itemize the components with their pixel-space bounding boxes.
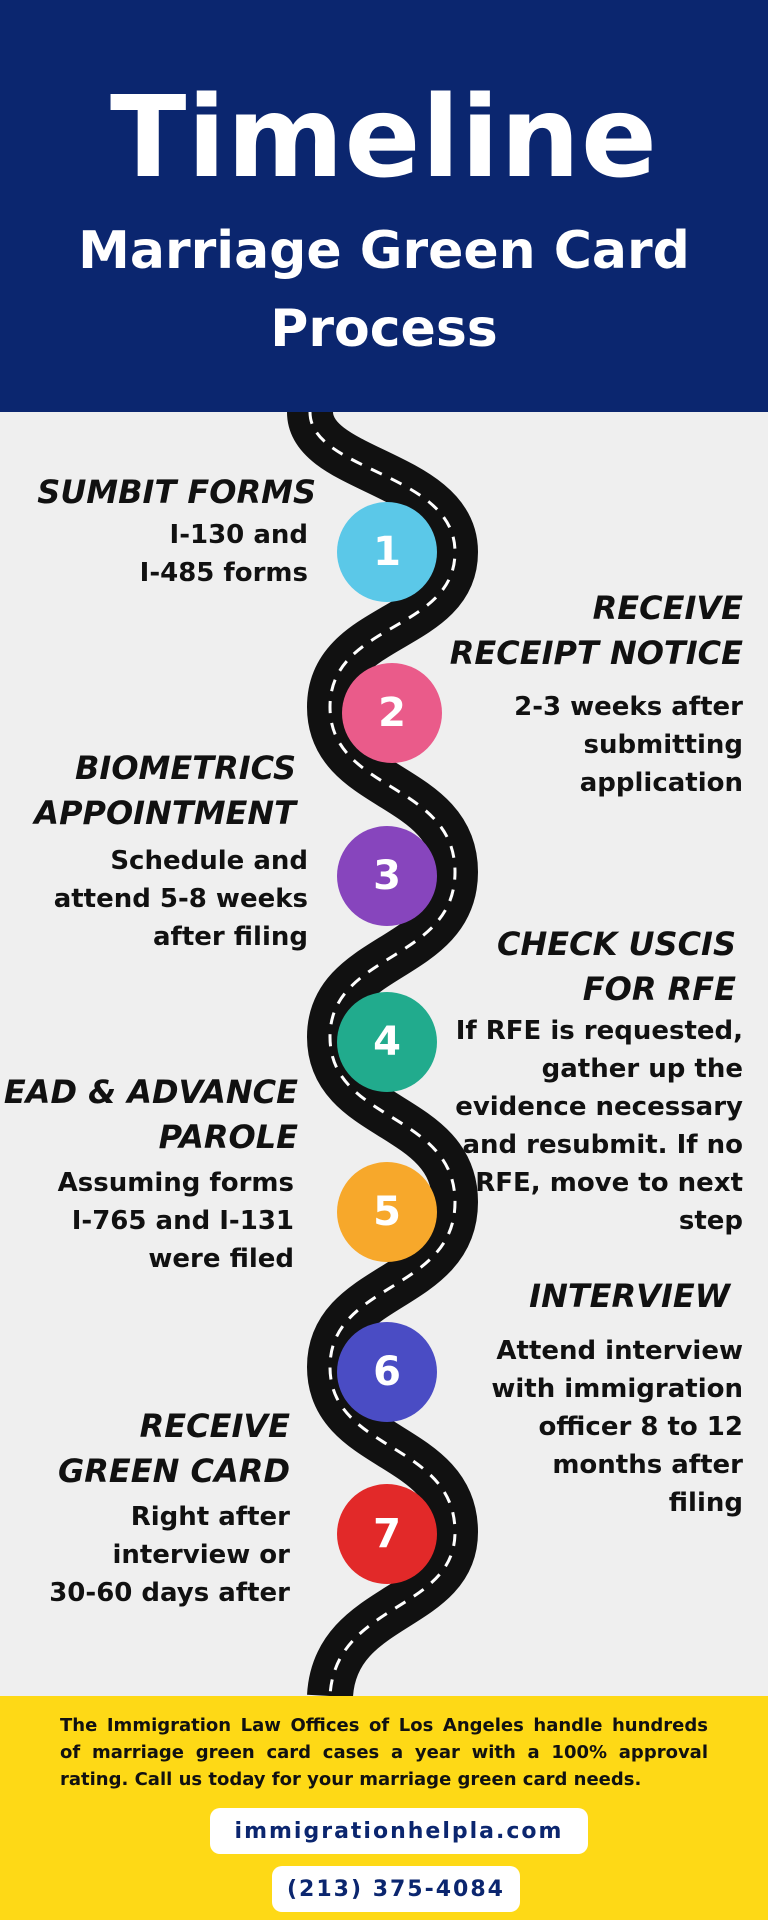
phone-number-link[interactable]: (213) 375-4084 bbox=[272, 1866, 520, 1912]
step-1-description: I-130 and I-485 forms bbox=[140, 516, 308, 592]
step-3-number: 3 bbox=[373, 853, 401, 899]
step-5-title-line: EAD & ADVANCE bbox=[3, 1073, 298, 1111]
step-1-title: SUMBIT FORMS bbox=[37, 470, 316, 515]
step-7-desc-line: 30-60 days after bbox=[49, 1578, 290, 1608]
step-1-title-line: SUMBIT FORMS bbox=[37, 473, 316, 511]
page-subtitle: Marriage Green Card Process bbox=[60, 212, 708, 368]
step-4-desc-line: and resubmit. If no bbox=[462, 1130, 743, 1160]
step-4-number: 4 bbox=[373, 1019, 401, 1065]
step-7-circle: 7 bbox=[337, 1484, 437, 1584]
step-6-title: INTERVIEW bbox=[529, 1274, 730, 1319]
step-3-title-line: APPOINTMENT bbox=[34, 794, 296, 832]
step-6-desc-line: Attend interview bbox=[496, 1336, 743, 1366]
step-2-number: 2 bbox=[378, 690, 406, 736]
step-7-title-line: GREEN CARD bbox=[58, 1452, 290, 1490]
step-3-title: BIOMETRICS APPOINTMENT bbox=[34, 746, 296, 836]
step-1-number: 1 bbox=[373, 529, 401, 575]
step-7-description: Right after interview or 30-60 days afte… bbox=[49, 1498, 290, 1612]
footer-message: The Immigration Law Offices of Los Angel… bbox=[60, 1715, 708, 1790]
step-5-number: 5 bbox=[373, 1189, 401, 1235]
step-4-desc-line: step bbox=[678, 1206, 743, 1236]
step-4-title-line: CHECK USCIS bbox=[496, 925, 736, 963]
step-6-desc-line: with immigration bbox=[491, 1374, 743, 1404]
step-5-desc-line: Assuming forms bbox=[57, 1168, 294, 1198]
step-4-description: If RFE is requested, gather up the evide… bbox=[455, 1012, 743, 1240]
step-6-title-line: INTERVIEW bbox=[529, 1277, 730, 1315]
step-4-desc-line: gather up the bbox=[541, 1054, 743, 1084]
step-5-circle: 5 bbox=[337, 1162, 437, 1262]
subtitle-line-2: Process bbox=[270, 299, 498, 359]
step-1-desc-line: I-485 forms bbox=[139, 558, 308, 588]
step-7-desc-line: interview or bbox=[112, 1540, 290, 1570]
step-4-desc-line: evidence necessary bbox=[455, 1092, 743, 1122]
step-7-title: RECEIVE GREEN CARD bbox=[58, 1404, 290, 1494]
step-3-desc-line: attend 5-8 weeks bbox=[53, 884, 308, 914]
step-6-desc-line: officer 8 to 12 bbox=[538, 1412, 743, 1442]
step-6-number: 6 bbox=[373, 1349, 401, 1395]
header-banner: Timeline Marriage Green Card Process bbox=[0, 0, 768, 412]
subtitle-line-1: Marriage Green Card bbox=[78, 221, 690, 281]
page-title: Timeline bbox=[110, 73, 658, 203]
step-4-desc-line: If RFE is requested, bbox=[455, 1016, 743, 1046]
step-5-description: Assuming forms I-765 and I-131 were file… bbox=[58, 1164, 294, 1278]
step-3-circle: 3 bbox=[337, 826, 437, 926]
step-1-circle: 1 bbox=[337, 502, 437, 602]
footer-banner: The Immigration Law Offices of Los Angel… bbox=[0, 1696, 768, 1920]
step-2-desc-line: 2-3 weeks after bbox=[514, 692, 743, 722]
step-7-number: 7 bbox=[373, 1511, 401, 1557]
step-7-desc-line: Right after bbox=[130, 1502, 290, 1532]
step-5-title: EAD & ADVANCE PAROLE bbox=[4, 1070, 298, 1160]
step-3-desc-line: Schedule and bbox=[110, 846, 308, 876]
step-2-title-line: RECEIVE bbox=[592, 589, 743, 627]
step-2-desc-line: application bbox=[579, 768, 743, 798]
step-2-circle: 2 bbox=[342, 663, 442, 763]
step-2-title: RECEIVE RECEIPT NOTICE bbox=[450, 586, 743, 676]
step-4-title: CHECK USCIS FOR RFE bbox=[497, 922, 736, 1012]
step-5-desc-line: were filed bbox=[148, 1244, 294, 1274]
step-6-desc-line: months after bbox=[552, 1450, 743, 1480]
step-3-description: Schedule and attend 5-8 weeks after fili… bbox=[54, 842, 308, 956]
winding-road-illustration bbox=[287, 412, 479, 1696]
step-6-description: Attend interview with immigration office… bbox=[491, 1332, 743, 1522]
step-2-desc-line: submitting bbox=[583, 730, 744, 760]
step-3-title-line: BIOMETRICS bbox=[75, 749, 296, 787]
step-1-desc-line: I-130 and bbox=[169, 520, 308, 550]
step-6-desc-line: filing bbox=[668, 1488, 743, 1518]
step-6-circle: 6 bbox=[337, 1322, 437, 1422]
website-link[interactable]: immigrationhelpla.com bbox=[210, 1808, 588, 1854]
step-4-title-line: FOR RFE bbox=[582, 970, 736, 1008]
step-5-desc-line: I-765 and I-131 bbox=[71, 1206, 294, 1236]
step-5-title-line: PAROLE bbox=[158, 1118, 298, 1156]
step-7-title-line: RECEIVE bbox=[139, 1407, 290, 1445]
step-2-description: 2-3 weeks after submitting application bbox=[514, 688, 743, 802]
step-4-desc-line: RFE, move to next bbox=[475, 1168, 743, 1198]
step-2-title-line: RECEIPT NOTICE bbox=[449, 634, 743, 672]
step-3-desc-line: after filing bbox=[152, 922, 308, 952]
step-4-circle: 4 bbox=[337, 992, 437, 1092]
